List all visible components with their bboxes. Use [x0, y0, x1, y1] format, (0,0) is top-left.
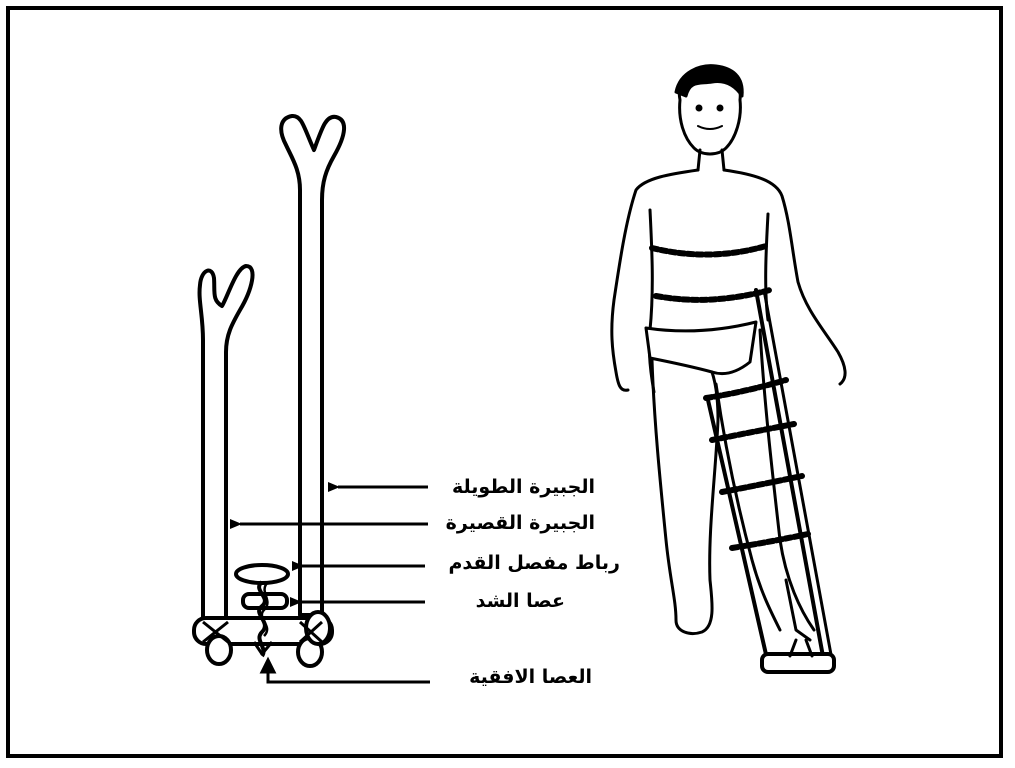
splint-assembly-icon [194, 116, 344, 666]
arrow-horizontal-stick [268, 672, 430, 682]
label-short-splint: الجبيرة القصيرة [446, 514, 595, 533]
label-long-splint: الجبيرة الطويلة [452, 478, 595, 497]
label-ankle-tie: رباط مفصل القدم [448, 554, 620, 573]
splinted-person-icon [612, 66, 845, 672]
ankle-tie-shape [236, 565, 288, 583]
label-tension-stick: عصا الشد [476, 592, 565, 611]
long-splint-shape [281, 116, 344, 615]
label-horizontal-stick: العصا الافقية [469, 668, 592, 687]
